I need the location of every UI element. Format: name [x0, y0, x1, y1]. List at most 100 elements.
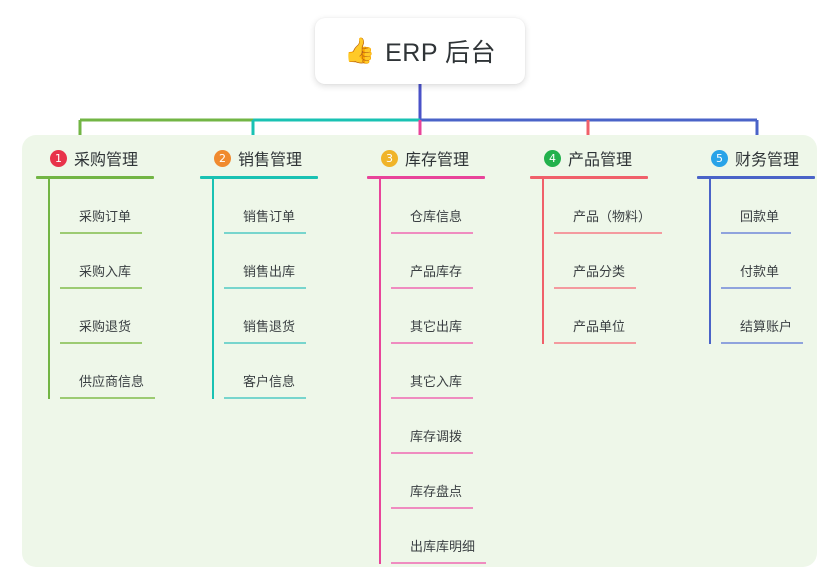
branch-child-rule — [721, 287, 791, 289]
branch-child-item[interactable]: 结算账户 — [721, 289, 815, 344]
branch-child-item[interactable]: 产品（物料） — [554, 179, 662, 234]
branch-header-rule — [367, 176, 485, 179]
branch-child-label: 产品库存 — [410, 264, 463, 279]
branch-title: 采购管理 — [74, 152, 139, 169]
branch-children: 回款单付款单结算账户 — [697, 179, 815, 344]
branch-child-rule — [391, 507, 473, 509]
branch-child-label: 产品单位 — [573, 319, 626, 334]
root-title: ERP 后台 — [385, 39, 497, 67]
thumbs-up-icon: 👍 — [343, 36, 376, 65]
branch-child-rule — [391, 232, 473, 234]
branch-header-3[interactable]: 3 库存管理 — [367, 146, 485, 170]
branch-child-label: 采购退货 — [79, 319, 132, 334]
branch-child-rule — [391, 342, 473, 344]
branch-child-rule — [554, 342, 636, 344]
branch-child-rule — [60, 232, 142, 234]
branch-child-label: 库存盘点 — [410, 484, 463, 499]
branch-column-5: 5 财务管理回款单付款单结算账户 — [697, 146, 815, 344]
branch-header-1[interactable]: 1 采购管理 — [36, 146, 154, 170]
branch-number-badge: 1 — [50, 149, 67, 167]
branch-child-item[interactable]: 销售订单 — [224, 179, 318, 234]
branch-child-label: 产品（物料） — [573, 209, 652, 224]
branch-child-item[interactable]: 采购退货 — [60, 289, 154, 344]
branch-child-rule — [60, 397, 155, 399]
branch-child-item[interactable]: 销售退货 — [224, 289, 318, 344]
branch-child-rule — [391, 397, 473, 399]
branch-children: 产品（物料） 产品分类产品单位 — [530, 179, 662, 344]
branch-child-item[interactable]: 采购订单 — [60, 179, 154, 234]
branch-child-item[interactable]: 库存盘点 — [391, 454, 485, 509]
branch-child-item[interactable]: 销售出库 — [224, 234, 318, 289]
branch-child-label: 销售出库 — [243, 264, 296, 279]
branch-header-rule — [530, 176, 648, 179]
branch-number-badge: 4 — [544, 149, 561, 167]
branch-child-item[interactable]: 付款单 — [721, 234, 815, 289]
branch-child-rule — [224, 287, 306, 289]
branch-children: 销售订单销售出库销售退货客户信息 — [200, 179, 318, 399]
branch-child-rule — [60, 342, 142, 344]
branch-child-item[interactable]: 产品单位 — [554, 289, 648, 344]
branch-title: 销售管理 — [238, 152, 303, 169]
branch-child-rule — [224, 232, 306, 234]
branch-child-rule — [391, 287, 473, 289]
branch-child-label: 库存调拨 — [410, 429, 463, 444]
branch-header-rule — [697, 176, 815, 179]
branch-child-item[interactable]: 产品分类 — [554, 234, 648, 289]
branch-child-rule — [224, 342, 306, 344]
branch-child-label: 回款单 — [740, 209, 780, 224]
branch-child-rule — [721, 342, 803, 344]
branch-children: 采购订单采购入库采购退货供应商信息 — [36, 179, 155, 399]
branch-spine-line — [48, 179, 50, 399]
branch-column-2: 2 销售管理销售订单销售出库销售退货客户信息 — [200, 146, 318, 399]
branch-child-item[interactable]: 仓库信息 — [391, 179, 485, 234]
branch-child-rule — [554, 287, 636, 289]
branch-child-label: 供应商信息 — [79, 374, 145, 389]
branch-child-item[interactable]: 其它入库 — [391, 344, 485, 399]
branch-spine-line — [379, 179, 381, 564]
branch-child-rule — [391, 562, 486, 564]
branch-number-badge: 3 — [381, 149, 398, 167]
branch-child-item[interactable]: 回款单 — [721, 179, 815, 234]
branch-child-label: 出库库明细 — [410, 539, 476, 554]
branch-header-5[interactable]: 5 财务管理 — [697, 146, 815, 170]
branch-number-badge: 2 — [214, 149, 231, 167]
branch-title: 财务管理 — [735, 152, 800, 169]
branch-column-1: 1 采购管理采购订单采购入库采购退货供应商信息 — [36, 146, 155, 399]
branch-child-item[interactable]: 供应商信息 — [60, 344, 155, 399]
branch-child-label: 采购入库 — [79, 264, 132, 279]
branch-child-item[interactable]: 库存调拨 — [391, 399, 485, 454]
root-node[interactable]: 👍 ERP 后台 — [315, 18, 525, 84]
branches-panel — [22, 135, 817, 567]
branch-child-item[interactable]: 出库库明细 — [391, 509, 486, 564]
branch-child-label: 销售退货 — [243, 319, 296, 334]
branch-spine-line — [542, 179, 544, 344]
branch-child-rule — [554, 232, 662, 234]
branch-header-rule — [36, 176, 154, 179]
branch-title: 库存管理 — [405, 152, 470, 169]
branch-children: 仓库信息产品库存其它出库其它入库库存调拨库存盘点出库库明细 — [367, 179, 486, 564]
branch-child-item[interactable]: 客户信息 — [224, 344, 318, 399]
branch-spine-line — [709, 179, 711, 344]
branch-child-item[interactable]: 产品库存 — [391, 234, 485, 289]
branch-child-item[interactable]: 其它出库 — [391, 289, 485, 344]
branch-child-label: 付款单 — [740, 264, 780, 279]
branch-column-3: 3 库存管理仓库信息产品库存其它出库其它入库库存调拨库存盘点出库库明细 — [367, 146, 486, 564]
branch-header-2[interactable]: 2 销售管理 — [200, 146, 318, 170]
branch-child-label: 客户信息 — [243, 374, 296, 389]
branch-child-label: 仓库信息 — [410, 209, 463, 224]
branch-child-rule — [60, 287, 142, 289]
branch-child-label: 其它出库 — [410, 319, 463, 334]
branch-number-badge: 5 — [711, 149, 728, 167]
branch-child-label: 结算账户 — [740, 319, 793, 334]
branch-spine-line — [212, 179, 214, 399]
branch-child-rule — [391, 452, 473, 454]
branch-child-rule — [721, 232, 791, 234]
branch-header-rule — [200, 176, 318, 179]
branch-child-label: 其它入库 — [410, 374, 463, 389]
branch-child-label: 销售订单 — [243, 209, 296, 224]
branch-child-item[interactable]: 采购入库 — [60, 234, 154, 289]
branch-child-label: 产品分类 — [573, 264, 626, 279]
